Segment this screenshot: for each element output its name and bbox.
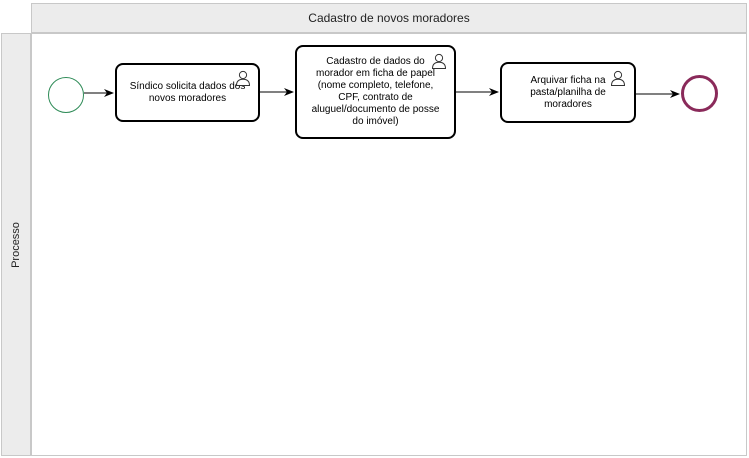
user-icon <box>610 70 626 86</box>
user-icon <box>431 53 447 69</box>
task-solicita-dados[interactable]: Síndico solicita dados dos novos morador… <box>115 63 260 122</box>
lane-label-header: Processo <box>1 33 31 456</box>
pool-title-header: Cadastro de novos moradores <box>31 3 747 33</box>
task-label: Cadastro de dados do morador em ficha de… <box>311 56 440 127</box>
task-arquivar-ficha[interactable]: Arquivar ficha na pasta/planilha de mora… <box>500 62 636 123</box>
start-event[interactable] <box>48 77 84 113</box>
task-cadastro-dados[interactable]: Cadastro de dados do morador em ficha de… <box>295 45 456 139</box>
pool-title: Cadastro de novos moradores <box>308 11 470 25</box>
lane-label: Processo <box>10 221 22 268</box>
user-icon <box>235 70 251 86</box>
end-event[interactable] <box>681 75 718 112</box>
task-label: Arquivar ficha na pasta/planilha de mora… <box>530 74 606 110</box>
task-label: Síndico solicita dados dos novos morador… <box>129 80 246 104</box>
